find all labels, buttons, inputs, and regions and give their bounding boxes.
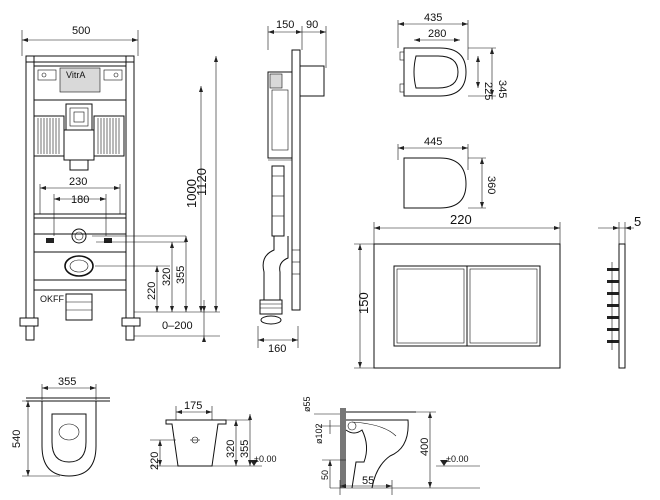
cover-top-view: 445 360 bbox=[397, 136, 497, 209]
pipe-diameter-label: ø55 bbox=[302, 396, 312, 412]
bowl-front-view: 175 320 355 220 ±0.00 bbox=[149, 400, 276, 470]
frame-front-view: 500 VitrA bbox=[19, 25, 220, 342]
plate-thickness-label: 5 bbox=[634, 214, 641, 229]
bowl-front-width-label: 175 bbox=[184, 400, 202, 412]
bowl-front-h355-label: 355 bbox=[239, 440, 251, 458]
side-offset-label: 55 bbox=[362, 475, 374, 487]
bowl-width-label: 355 bbox=[58, 376, 76, 388]
frame-height-total-label: 1120 bbox=[194, 168, 209, 196]
flush-button-large bbox=[469, 268, 538, 344]
plate-side-clips bbox=[607, 268, 619, 343]
frame-height-inner-label: 1000 bbox=[184, 179, 199, 208]
bolt-outer-label: 230 bbox=[69, 176, 87, 188]
side-h400-label: 400 bbox=[419, 438, 431, 456]
seat-outer-depth-label: 345 bbox=[496, 80, 508, 98]
bowl-side-floor-label: ±0.00 bbox=[446, 454, 468, 464]
bowl-front-h220-label: 220 bbox=[149, 452, 161, 470]
cover-depth-label: 360 bbox=[485, 176, 497, 194]
bowl-side-view: ø55 ø102 50 55 400 ±0.00 bbox=[302, 396, 480, 496]
cistern-ribs-left bbox=[37, 118, 60, 154]
side-depth-label: 150 bbox=[276, 19, 294, 31]
flush-plate-side: 5 bbox=[598, 214, 641, 369]
seat-inner-width-label: 280 bbox=[428, 28, 446, 40]
adjust-range-label: 0–200 bbox=[162, 320, 193, 332]
plate-height-label: 150 bbox=[356, 292, 371, 314]
bowl-front-floor-label: ±0.00 bbox=[254, 454, 276, 464]
side-h50-label: 50 bbox=[320, 470, 330, 480]
h320-label: 320 bbox=[161, 268, 173, 286]
frame-width-label: 500 bbox=[72, 25, 90, 37]
plate-outline bbox=[373, 243, 561, 369]
bowl-length-label: 540 bbox=[11, 430, 23, 448]
cistern-ribs-right bbox=[97, 118, 120, 154]
brand-label: OKFF bbox=[40, 294, 65, 304]
seat-inner-depth-label: 225 bbox=[482, 82, 494, 100]
flush-button-small bbox=[396, 268, 465, 344]
bowl-top-view: 355 540 bbox=[11, 376, 110, 477]
cover-width-label: 445 bbox=[424, 136, 442, 148]
plate-width-label: 220 bbox=[450, 212, 472, 227]
bolt-inner-label: 180 bbox=[71, 194, 89, 206]
side-bottom-label: 160 bbox=[268, 343, 286, 355]
side-plate-label: 90 bbox=[306, 19, 318, 31]
frame-side-view: 150 90 160 bbox=[257, 19, 327, 355]
h355-label: 355 bbox=[175, 266, 187, 284]
h220-label: 220 bbox=[146, 282, 158, 300]
seat-top-view: 435 280 225 345 bbox=[397, 12, 508, 100]
cistern-logo: VitrA bbox=[66, 70, 85, 80]
flush-plate-front: 220 150 bbox=[354, 212, 561, 369]
seat-outer-width-label: 435 bbox=[424, 12, 442, 24]
outlet-diameter-label: ø102 bbox=[314, 423, 324, 444]
bowl-front-h320-label: 320 bbox=[225, 440, 237, 458]
